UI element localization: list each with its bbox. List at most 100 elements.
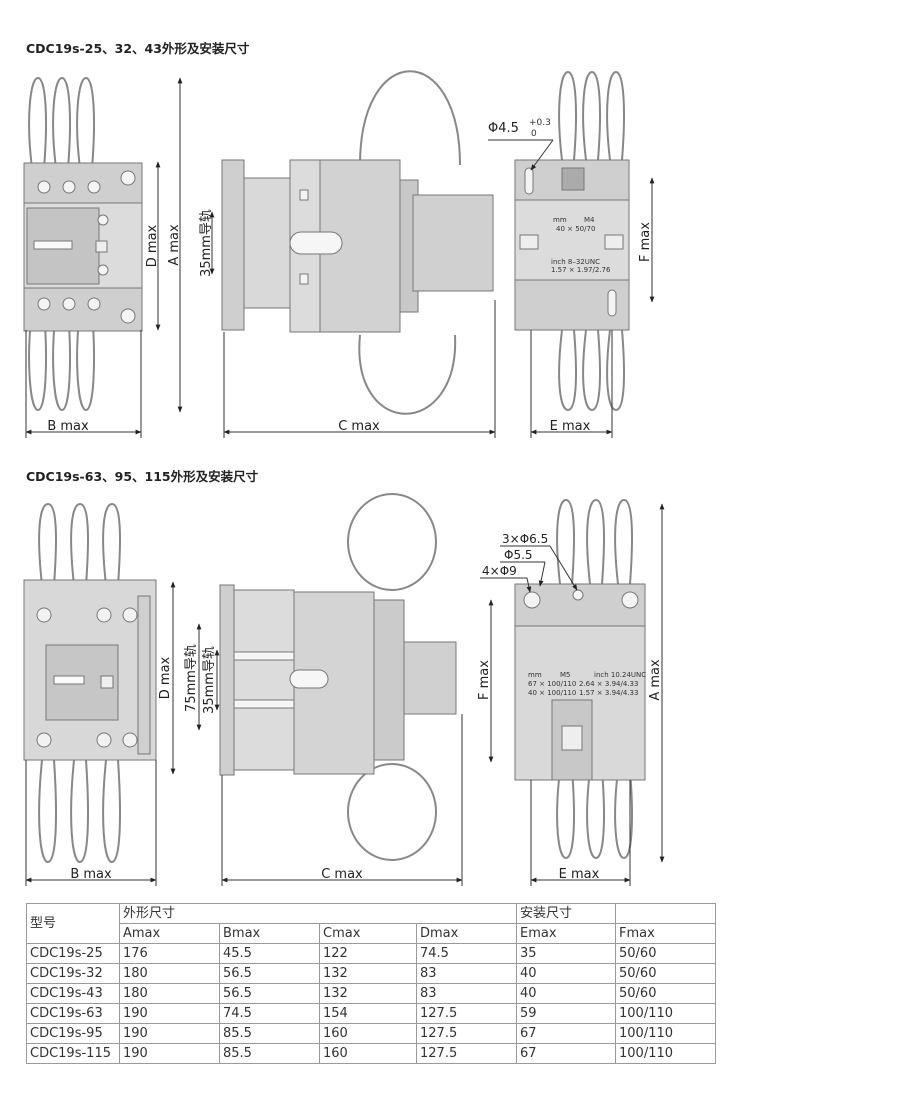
column-header: Dmax [416, 923, 517, 944]
table-row: CDC19s-115 190 85.5 160 127.5 67 100/110 [26, 1043, 716, 1064]
table-cell: 154 [319, 1003, 417, 1024]
table-cell: 74.5 [416, 943, 517, 964]
c-max-label: C max [338, 419, 380, 434]
table-cell: 50/60 [615, 963, 716, 984]
tolerance-zero-label: 0 [531, 129, 537, 139]
f-max-label: F max [638, 222, 653, 262]
plate2-row1-mm: 67 × 100/110 [528, 680, 576, 688]
drawing-small-models: mm M4 40 × 50/70 inch 8–32UNC 1.57 × 1.9… [23, 70, 655, 438]
model-header: 型号 [26, 903, 120, 944]
table-cell: 100/110 [615, 1043, 716, 1064]
tolerance-plus-label: +0.3 [529, 118, 551, 128]
plate-inch-label: inch 8–32UNC [551, 258, 600, 266]
table-header-row-2: Amax Bmax Cmax Dmax Emax Fmax [27, 923, 716, 944]
blank-header-cell [615, 903, 716, 924]
table-cell: 67 [516, 1023, 616, 1044]
table-row: CDC19s-43 180 56.5 132 83 40 50/60 [26, 983, 716, 1004]
hole-label-a: 3×Φ6.5 [502, 532, 548, 546]
plate2-inch-label: inch 10.24UNC [594, 671, 646, 679]
hole-label: Φ4.5 [488, 121, 519, 136]
dimensions-table: 型号 外形尺寸 安装尺寸 Amax Bmax Cmax Dmax Emax Fm… [26, 903, 716, 1064]
table-cell: 40 [516, 963, 616, 984]
table-cell: 85.5 [219, 1023, 320, 1044]
table-row: CDC19s-32 180 56.5 132 83 40 50/60 [26, 963, 716, 984]
rail-label: 35mm导轨 [199, 209, 214, 277]
table-cell: 160 [319, 1023, 417, 1044]
drawing-large-models: mm M5 inch 10.24UNC 67 × 100/110 2.64 × … [23, 493, 665, 886]
plate2-screw-label: M5 [560, 671, 571, 679]
table-cell: CDC19s-63 [26, 1003, 120, 1024]
table-cell: 56.5 [219, 983, 320, 1004]
hole-label-c: 4×Φ9 [482, 564, 517, 578]
table-cell: 74.5 [219, 1003, 320, 1024]
column-header: Cmax [319, 923, 417, 944]
table-row: CDC19s-25 176 45.5 122 74.5 35 50/60 [26, 943, 716, 964]
install-header: 安装尺寸 [516, 903, 616, 924]
side-view [221, 70, 494, 415]
column-header: Amax [119, 923, 220, 944]
table-cell: 83 [416, 983, 517, 1004]
side-view-large [219, 493, 457, 861]
table-cell: 176 [119, 943, 220, 964]
dimension-lines-2 [25, 503, 665, 886]
table-header-row-1: 型号 外形尺寸 安装尺寸 [26, 903, 716, 944]
a-max-label: A max [167, 224, 182, 266]
table-cell: 127.5 [416, 1003, 517, 1024]
table-cell: 83 [416, 963, 517, 984]
table-cell: 190 [119, 1023, 220, 1044]
table-cell: CDC19s-95 [26, 1023, 120, 1044]
table-cell: CDC19s-32 [26, 963, 120, 984]
section-title-small-models: CDC19s-25、32、43外形及安装尺寸 [26, 41, 250, 56]
e-max-label-2: E max [559, 867, 600, 882]
table-cell: 180 [119, 983, 220, 1004]
c-max-label-2: C max [321, 867, 363, 882]
table-cell: 59 [516, 1003, 616, 1024]
plate2-row2-mm: 40 × 100/110 [528, 689, 576, 697]
table-cell: 35 [516, 943, 616, 964]
table-cell: 56.5 [219, 963, 320, 984]
table-cell: 50/60 [615, 983, 716, 1004]
outline-header: 外形尺寸 [119, 903, 517, 924]
table-cell: 100/110 [615, 1023, 716, 1044]
e-max-label: E max [550, 419, 591, 434]
table-cell: 122 [319, 943, 417, 964]
table-cell: 40 [516, 983, 616, 1004]
table-cell: 67 [516, 1043, 616, 1064]
plate2-units-label: mm [528, 671, 542, 679]
table-cell: 100/110 [615, 1003, 716, 1024]
f-max-label-2: F max [477, 660, 492, 700]
table-cell: 45.5 [219, 943, 320, 964]
column-header: Bmax [219, 923, 320, 944]
plate-inch-dims-label: 1.57 × 1.97/2.76 [551, 266, 611, 274]
plate-screw-label: M4 [584, 216, 595, 224]
table-cell: 160 [319, 1043, 417, 1064]
b-max-label-2: B max [70, 867, 112, 882]
table-cell: 190 [119, 1043, 220, 1064]
front-view [23, 76, 143, 412]
table-cell: 85.5 [219, 1043, 320, 1064]
table-cell: 132 [319, 963, 417, 984]
section-title-large-models: CDC19s-63、95、115外形及安装尺寸 [26, 469, 259, 484]
plate2-row1-in: 2.64 × 3.94/4.33 [579, 680, 638, 688]
rail35-label: 35mm导轨 [202, 646, 217, 714]
table-cell: 190 [119, 1003, 220, 1024]
d-max-label: D max [145, 224, 160, 267]
table-cell: CDC19s-115 [26, 1043, 120, 1064]
table-cell: 50/60 [615, 943, 716, 964]
table-cell: 127.5 [416, 1023, 517, 1044]
hole-label-b: Φ5.5 [504, 548, 533, 562]
back-view [514, 70, 630, 412]
back-view-large [514, 498, 646, 860]
table-row: CDC19s-95 190 85.5 160 127.5 67 100/110 [26, 1023, 716, 1044]
b-max-label: B max [47, 419, 89, 434]
table-cell: 132 [319, 983, 417, 1004]
column-header: Emax [516, 923, 616, 944]
table-cell: CDC19s-25 [26, 943, 120, 964]
rail75-label: 75mm导轨 [184, 644, 199, 712]
column-header: Fmax [615, 923, 716, 944]
plate2-row2-in: 1.57 × 3.94/4.33 [579, 689, 638, 697]
table-cell: 127.5 [416, 1043, 517, 1064]
table-row: CDC19s-63 190 74.5 154 127.5 59 100/110 [26, 1003, 716, 1024]
table-cell: 180 [119, 963, 220, 984]
plate-dims-label: 40 × 50/70 [556, 225, 595, 233]
